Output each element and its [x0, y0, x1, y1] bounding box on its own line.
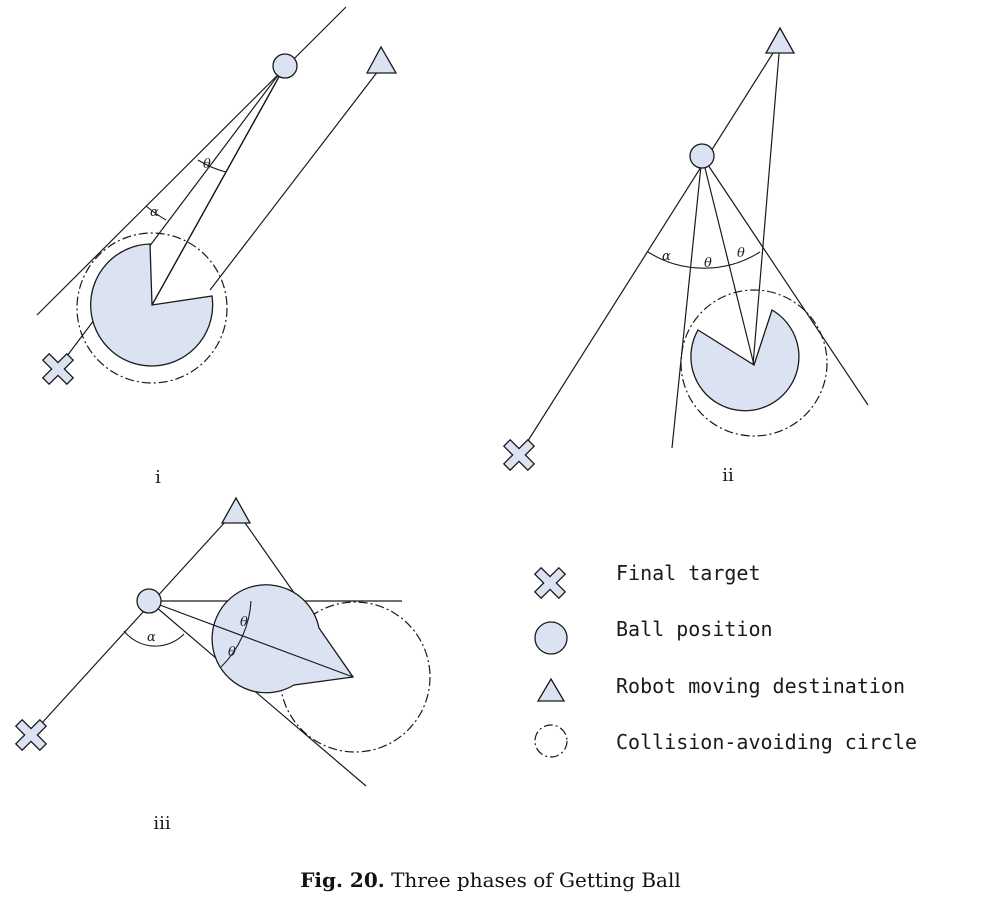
theta-label-2: θ: [737, 246, 745, 261]
cross-icon: [525, 558, 575, 608]
theta-arc: [197, 159, 227, 173]
panel-label-ii: ii: [722, 465, 734, 486]
legend: Final target Ball position Robot moving …: [525, 558, 917, 758]
panel-iii: α θ θ iii: [6, 496, 431, 834]
alpha-arc: [145, 205, 167, 221]
panel-label-iii: iii: [153, 813, 171, 834]
circle-icon: [534, 621, 568, 655]
tangent-line-right: [701, 155, 869, 406]
tangent-line-left: [671, 155, 703, 449]
destination-triangle-icon: [220, 496, 252, 524]
legend-label-ball-position: Ball position: [616, 617, 773, 641]
theta-label-2: θ: [228, 645, 236, 660]
robot-ball-line: [148, 600, 354, 678]
triangle-icon: [536, 677, 566, 702]
final-target-cross-icon: [6, 710, 56, 760]
panel-i: θ α i: [33, 6, 398, 488]
panel-label-i: i: [155, 467, 161, 488]
theta-label-1: θ: [240, 615, 248, 630]
destination-triangle-icon: [764, 26, 796, 54]
legend-label-final-target: Final target: [616, 561, 761, 585]
robot: [211, 584, 355, 694]
ball-target-line: [30, 509, 237, 736]
tangent-line-lower: [148, 600, 367, 787]
collision-avoiding-circle: [680, 289, 828, 437]
ball-icon: [136, 588, 162, 614]
destination-line: [752, 41, 781, 366]
theta-label: θ: [203, 157, 211, 172]
figure-caption: Fig. 20. Three phases of Getting Ball: [0, 868, 981, 892]
ball-target-line: [36, 6, 347, 316]
panel-ii: α θ θ ii: [494, 26, 869, 486]
alpha-arc: [123, 630, 185, 647]
collision-avoiding-circle: [279, 601, 431, 753]
robot: [690, 309, 800, 412]
collision-avoiding-circle: [76, 232, 228, 384]
robot-ball-line-3: [151, 65, 286, 306]
destination-line: [209, 61, 386, 291]
final-target-cross-icon: [33, 344, 83, 394]
caption-text: Three phases of Getting Ball: [391, 868, 681, 892]
destination-triangle-icon: [365, 45, 398, 74]
ball-icon: [272, 53, 298, 79]
final-target-cross-icon: [494, 430, 544, 480]
alpha-label: α: [150, 205, 159, 220]
theta-label-1: θ: [704, 256, 712, 271]
dashed-circle-icon: [534, 724, 568, 758]
angle-arc: [647, 251, 761, 269]
alpha-label: α: [147, 630, 156, 645]
alpha-label: α: [662, 249, 671, 264]
theta-arc: [220, 600, 252, 668]
ball-target-line: [518, 41, 781, 456]
robot-ball-line: [701, 155, 755, 366]
caption-number: Fig. 20.: [300, 868, 385, 892]
legend-label-robot-destination: Robot moving destination: [616, 674, 905, 698]
legend-label-collision-circle: Collision-avoiding circle: [616, 730, 917, 754]
ball-icon: [689, 143, 715, 169]
robot: [90, 243, 214, 367]
